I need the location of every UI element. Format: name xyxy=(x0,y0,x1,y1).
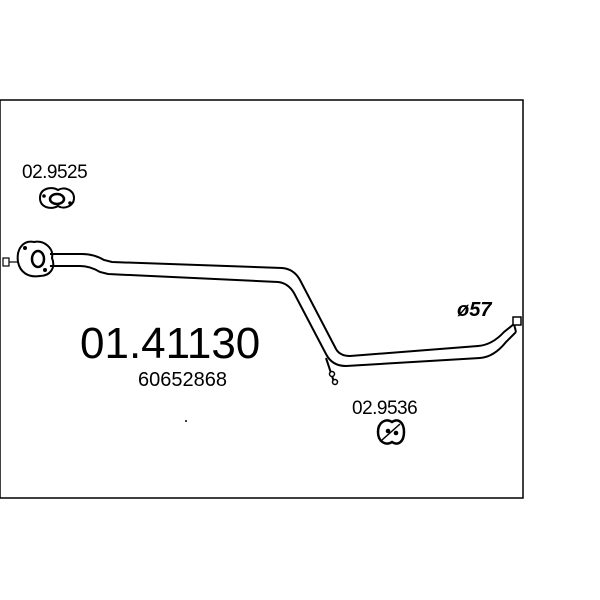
rubber-mount-icon xyxy=(376,419,406,445)
mount-part-label: 02.9536 xyxy=(352,398,417,419)
gasket-part-label: 02.9525 xyxy=(22,162,87,183)
exhaust-pipe xyxy=(2,240,522,386)
hanger-bracket xyxy=(325,357,335,383)
pipe-diameter-label: ø57 xyxy=(457,299,492,321)
oe-reference-number: 60652868 xyxy=(138,369,227,391)
main-part-number: 01.41130 xyxy=(80,319,260,368)
drawing-dot xyxy=(185,420,187,422)
flange-gasket-icon xyxy=(38,187,76,209)
diagram-frame xyxy=(0,99,524,499)
